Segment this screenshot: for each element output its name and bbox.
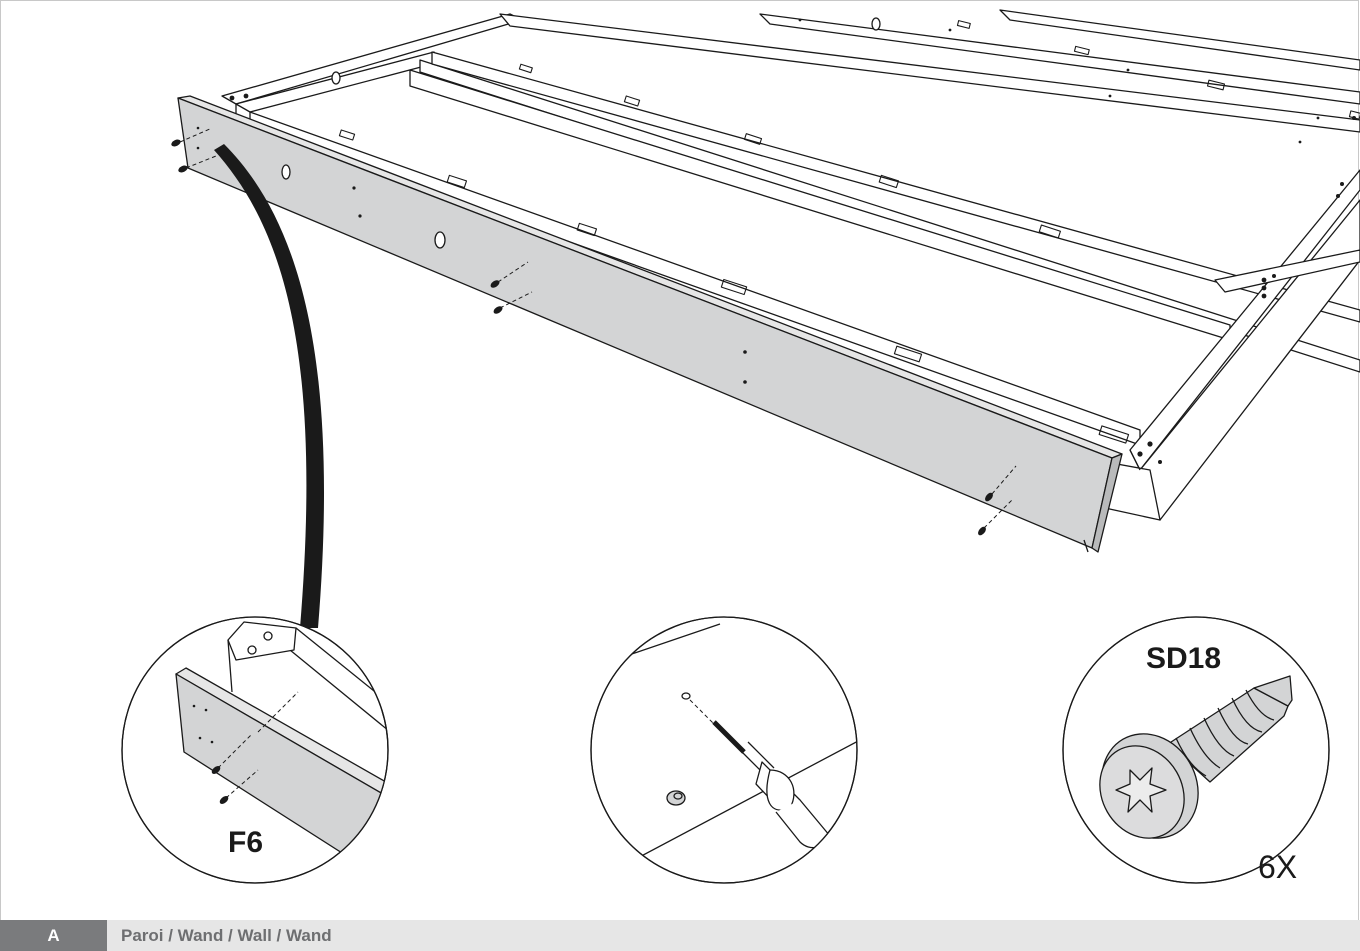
screw-label: SD18 <box>1146 642 1221 675</box>
detail-circle-screw <box>1062 616 1330 884</box>
step-footer: A Paroi / Wand / Wall / Wand <box>0 920 1360 951</box>
panel-label: F6 <box>228 826 263 859</box>
step-title: Paroi / Wand / Wall / Wand <box>121 926 332 945</box>
screws <box>171 139 993 536</box>
callout-swoosh <box>214 144 325 628</box>
illustration-frame <box>0 0 1359 920</box>
screw-guides <box>179 127 1017 529</box>
step-letter: A <box>0 920 107 951</box>
wall-frame <box>221 9 1360 521</box>
detail-circle-drill <box>590 616 858 884</box>
detail-circle-panel <box>121 616 389 884</box>
panel-f6 <box>177 95 1123 553</box>
assembly-drawing: F6 SD18 6X <box>121 9 1360 885</box>
